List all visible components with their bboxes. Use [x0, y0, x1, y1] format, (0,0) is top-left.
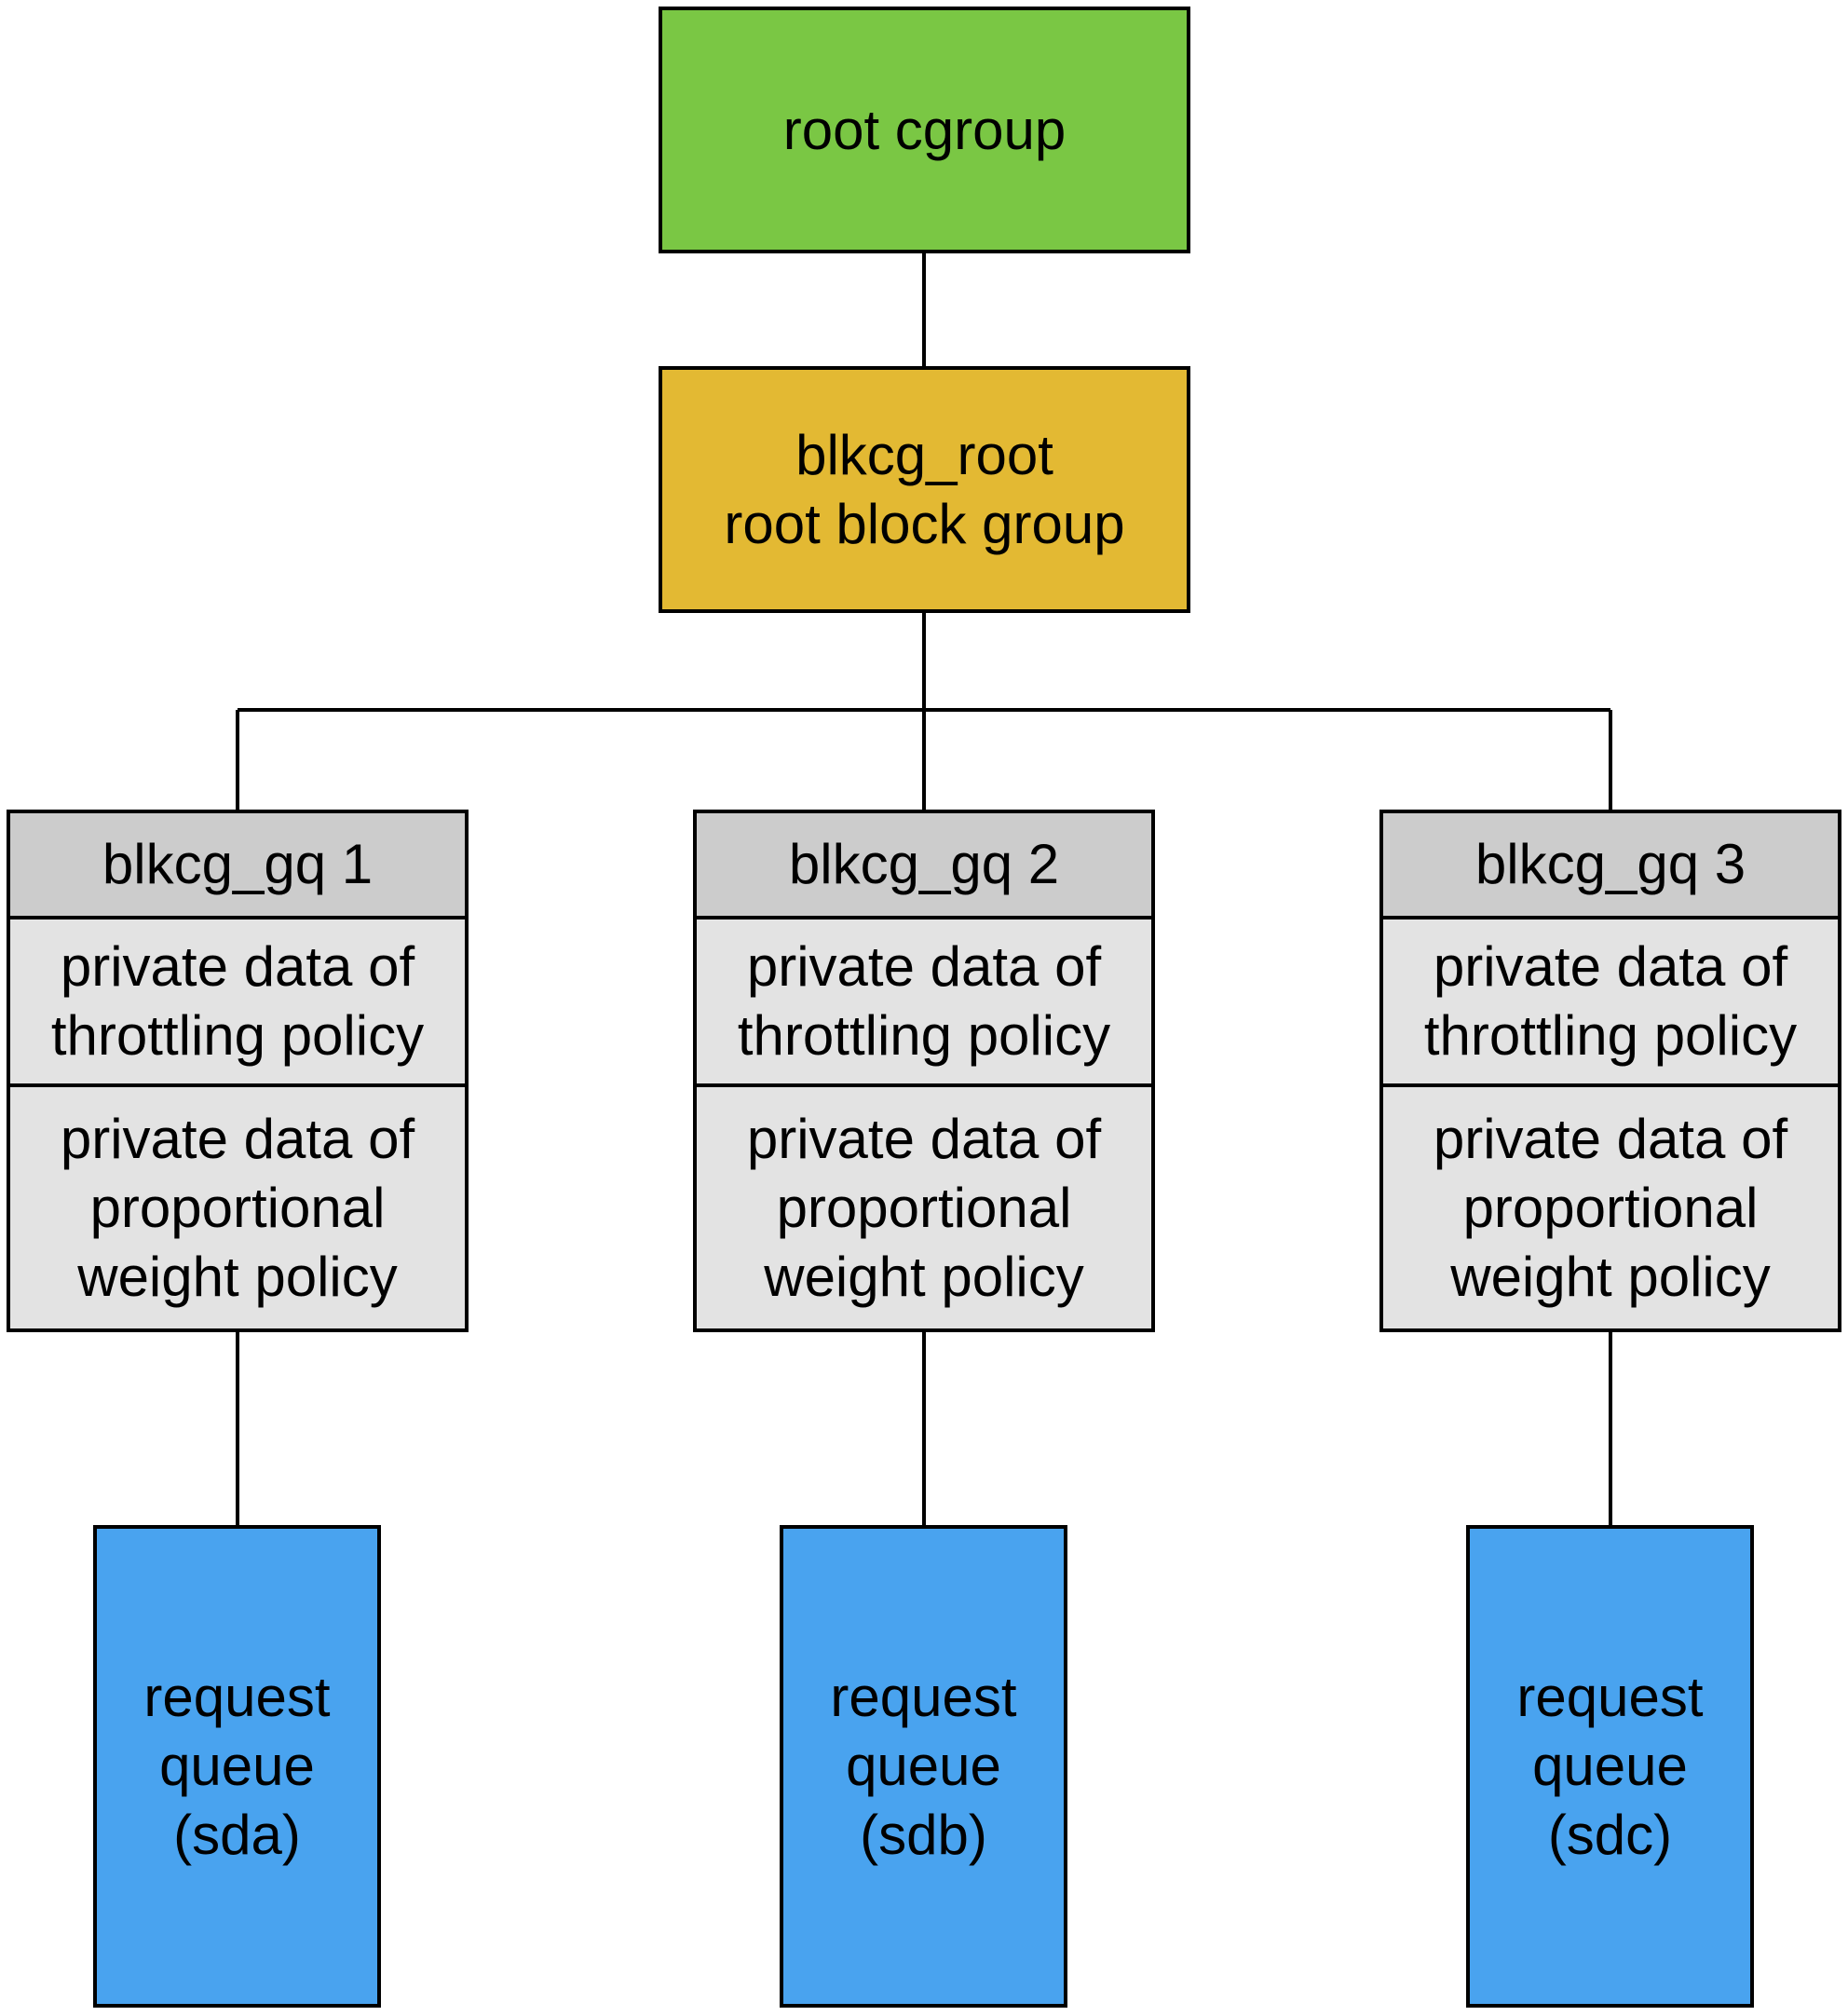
request-queue-sdb-node: request queue (sdb) — [780, 1525, 1067, 2008]
throttling-line-1: private data of — [746, 935, 1102, 998]
weight-line-2: proportional — [89, 1176, 386, 1239]
weight-line-1: private data of — [746, 1107, 1102, 1170]
throttling-line-2: throttling policy — [50, 1004, 425, 1067]
blkcg-root-name: blkcg_root — [795, 423, 1053, 486]
throttling-line-1: private data of — [60, 935, 415, 998]
queue-line-2: queue — [846, 1735, 1001, 1797]
throttling-line-2: throttling policy — [1423, 1004, 1798, 1067]
weight-line-1: private data of — [1433, 1107, 1788, 1170]
blkcg-gq-3-weight-section: private data of proportional weight poli… — [1383, 1087, 1838, 1328]
queue-line-1: request — [143, 1666, 331, 1728]
weight-line-2: proportional — [1462, 1176, 1759, 1239]
queue-line-1: request — [1516, 1666, 1704, 1728]
blkcg-gq-3-title: blkcg_gq 3 — [1474, 833, 1746, 895]
blkcg-gq-2-header: blkcg_gq 2 — [697, 813, 1151, 919]
blkcg-gq-2-throttling-section: private data of throttling policy — [697, 919, 1151, 1087]
root-cgroup-label: root cgroup — [782, 98, 1067, 161]
blkcg-gq-3-throttling-section: private data of throttling policy — [1383, 919, 1838, 1087]
blkcg-gq-1-weight-section: private data of proportional weight poli… — [10, 1087, 465, 1328]
throttling-line-1: private data of — [1433, 935, 1788, 998]
request-queue-sdc-node: request queue (sdc) — [1466, 1525, 1754, 2008]
weight-line-2: proportional — [776, 1176, 1072, 1239]
root-cgroup-node: root cgroup — [659, 7, 1190, 253]
blkcg-gq-1-node: blkcg_gq 1 private data of throttling po… — [7, 810, 469, 1332]
blkcg-gq-2-weight-section: private data of proportional weight poli… — [697, 1087, 1151, 1328]
request-queue-sda-node: request queue (sda) — [93, 1525, 381, 2008]
blkcg-gq-3-node: blkcg_gq 3 private data of throttling po… — [1379, 810, 1841, 1332]
queue-line-2: queue — [159, 1735, 315, 1797]
queue-line-1: request — [830, 1666, 1017, 1728]
queue-device-label: (sda) — [173, 1804, 301, 1866]
blkcg-gq-1-header: blkcg_gq 1 — [10, 813, 465, 919]
queue-device-label: (sdb) — [860, 1804, 987, 1866]
weight-line-3: weight policy — [1450, 1245, 1771, 1308]
queue-device-label: (sdc) — [1547, 1804, 1673, 1866]
blkcg-root-node: blkcg_root root block group — [659, 366, 1190, 613]
blkcg-gq-1-throttling-section: private data of throttling policy — [10, 919, 465, 1087]
blkcg-gq-2-node: blkcg_gq 2 private data of throttling po… — [693, 810, 1155, 1332]
weight-line-3: weight policy — [764, 1245, 1084, 1308]
blkcg-gq-3-header: blkcg_gq 3 — [1383, 813, 1838, 919]
blkcg-root-description: root block group — [724, 492, 1125, 555]
blkcg-gq-1-title: blkcg_gq 1 — [102, 833, 374, 895]
weight-line-1: private data of — [60, 1107, 415, 1170]
weight-line-3: weight policy — [77, 1245, 398, 1308]
blkcg-gq-2-title: blkcg_gq 2 — [788, 833, 1060, 895]
throttling-line-2: throttling policy — [737, 1004, 1111, 1067]
queue-line-2: queue — [1532, 1735, 1688, 1797]
